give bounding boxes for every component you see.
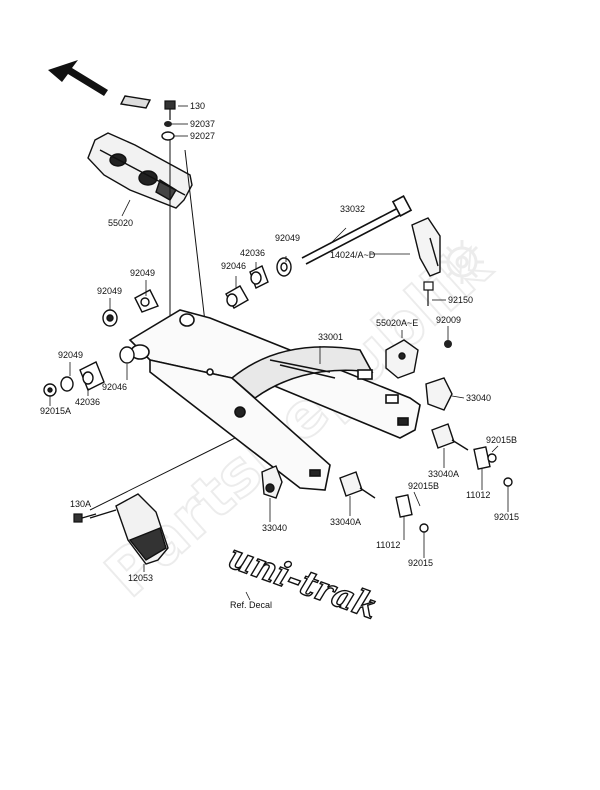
bracket-14024 [411,217,441,277]
label-92150: 92150 [448,295,473,305]
uni-trak-decal: uni-trak [222,536,383,628]
bushing-92046-lower [119,346,135,364]
label-42036-lower: 42036 [75,397,100,407]
label-92015B-left: 92015B [408,481,439,491]
label-33032: 33032 [340,204,365,214]
axle-33032 [301,195,413,265]
adjuster-33040A-left [339,471,376,499]
label-42036-upper: 42036 [240,248,265,258]
bushing-42036-upper [249,265,269,289]
nut-92027 [161,131,175,141]
front-arrow-icon [48,60,108,96]
label-55020A: 55020A~E [376,318,418,328]
chain-guide-upper [87,95,193,209]
label-92049-left: 92049 [97,286,122,296]
label-11012-right: 11012 [466,490,490,500]
collar-92049-left [102,309,118,327]
adjuster-33040-left [261,465,283,499]
bolt-130 [164,100,176,120]
block-11012-left [395,494,413,518]
collar-92049-upper [276,257,292,277]
nut-92015-right [503,477,513,487]
label-92037: 92037 [190,119,215,129]
label-92049-mid: 92049 [130,268,155,278]
adjuster-33040-right [425,377,453,411]
leader-lines [49,105,509,601]
washer-92049-lower [60,376,74,392]
label-130: 130 [190,101,205,111]
label-55020: 55020 [108,218,133,228]
bushing-92046-upper [225,285,249,309]
collar-92049-mid [134,289,159,313]
label-92049-upper: 92049 [275,233,300,243]
label-92027: 92027 [190,131,215,141]
label-92015-left: 92015 [408,558,433,568]
bolt-130A [73,513,97,523]
nut-92015B-right [487,453,497,463]
label-33040-left: 33040 [262,523,287,533]
label-92015A: 92015A [40,406,71,416]
label-92009: 92009 [436,315,461,325]
adjuster-33040A-right [431,423,469,451]
gear-icon [440,240,484,284]
bolt-92150 [423,281,434,306]
bushing-42036-lower [79,361,105,391]
label-ref-decal: Ref. Decal [230,600,272,610]
label-92046-lower: 92046 [102,382,127,392]
label-33040-right: 33040 [466,393,491,403]
part-labels: 130 92037 92027 55020 33032 14024/A~D 92… [40,101,519,610]
label-92049-lower: 92049 [58,350,83,360]
nut-92015A [43,383,57,397]
label-92046-upper: 92046 [221,261,246,271]
chain-guide-lower [89,493,169,565]
label-11012-left: 11012 [376,540,400,550]
label-33001: 33001 [318,332,343,342]
label-33040A-left: 33040A [330,517,361,527]
nut-92015-left [419,523,429,533]
bolt-92009 [444,340,452,348]
label-92015-right: 92015 [494,512,519,522]
label-14024: 14024/A~D [330,250,376,260]
decal-text: uni-trak [223,537,383,628]
label-130A: 130A [70,499,91,509]
washer-92037 [164,121,172,127]
label-12053: 12053 [128,573,153,583]
label-33040A-right: 33040A [428,469,459,479]
plate-55020A [385,339,419,379]
label-92015B-right: 92015B [486,435,517,445]
swing-arm [128,309,421,491]
